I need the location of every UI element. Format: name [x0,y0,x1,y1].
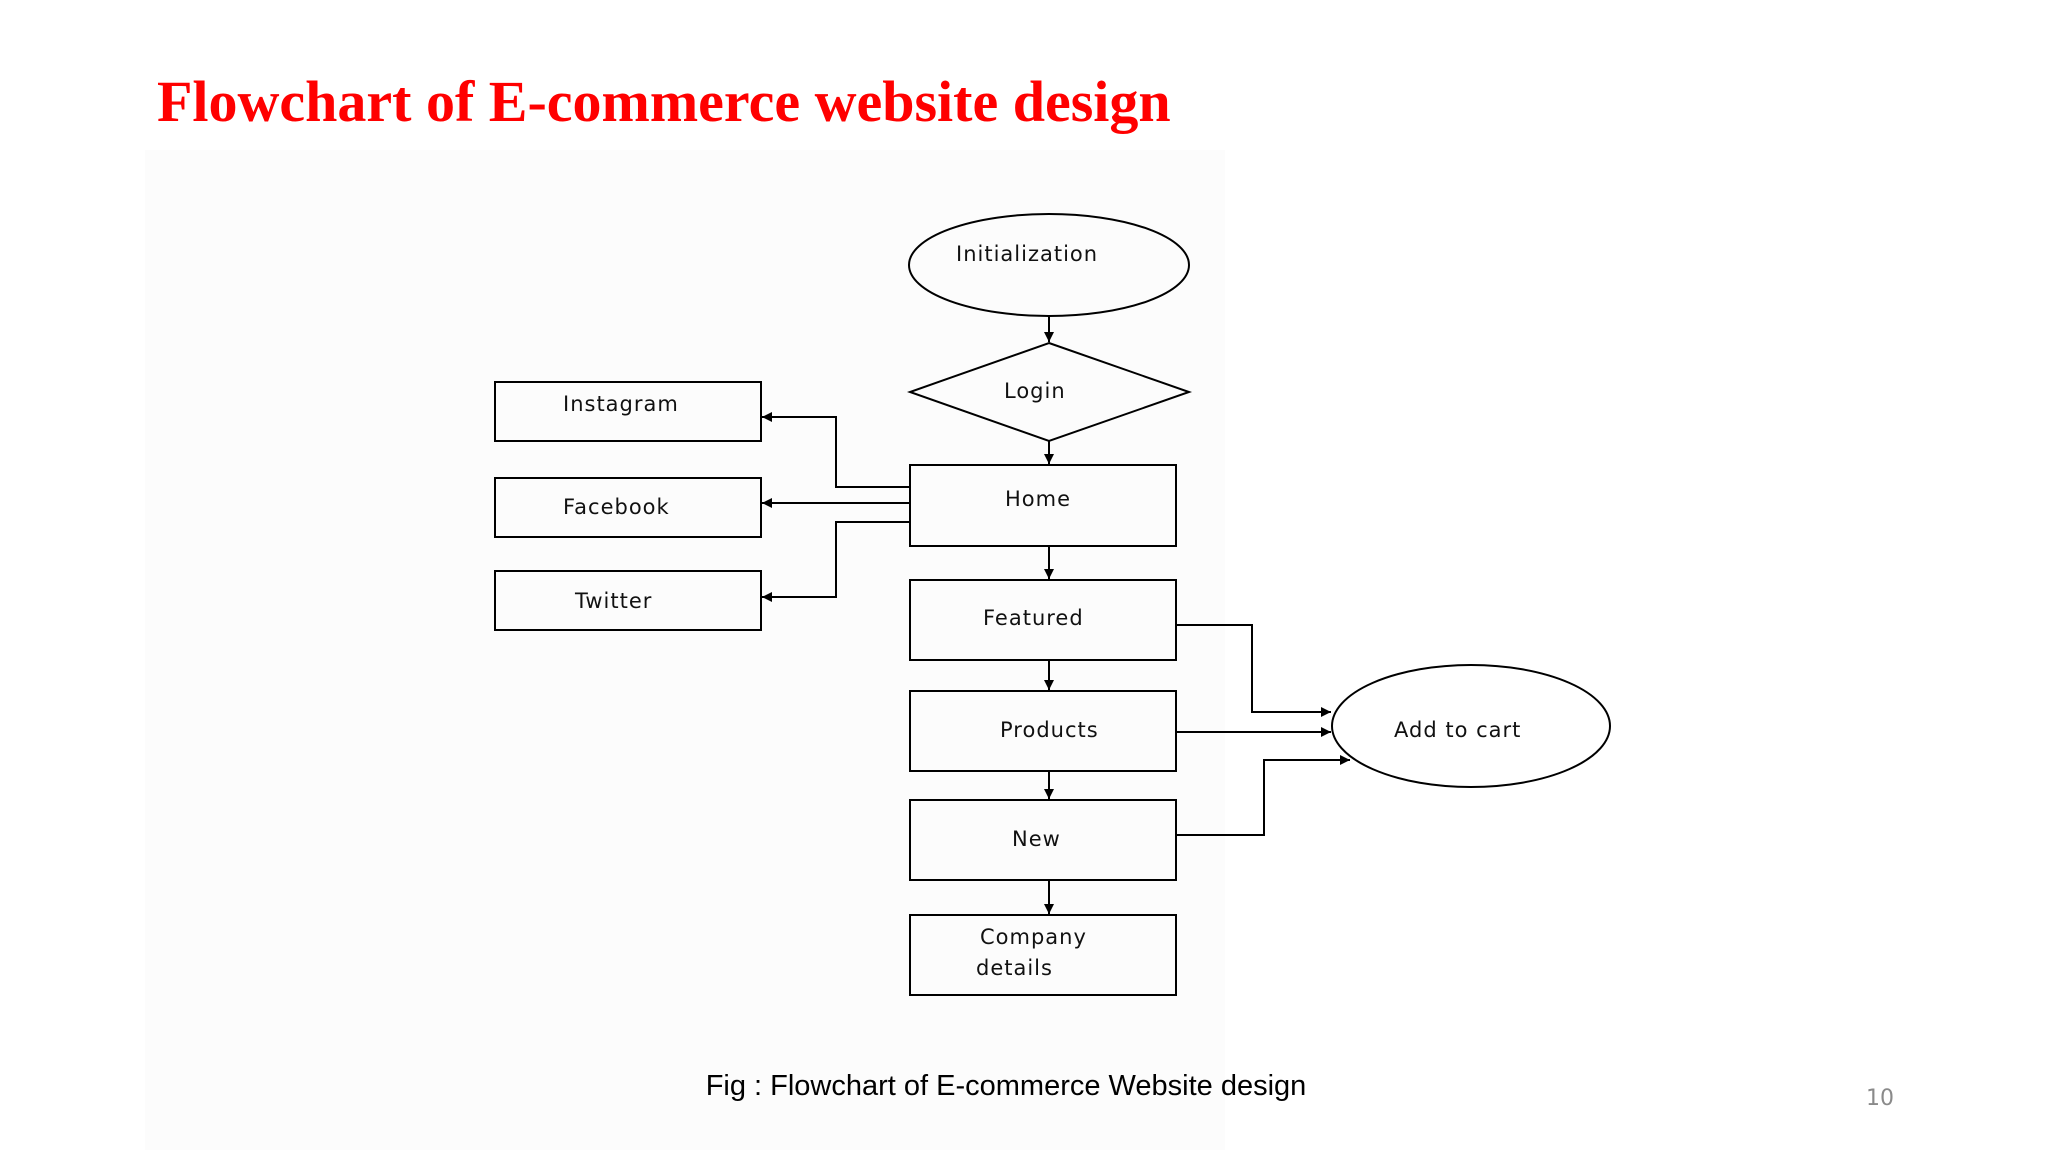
facebook-shape [494,477,762,538]
home-label: Home [1005,487,1072,511]
new-label: New [1012,827,1061,851]
company-details-label-line2: details [976,956,1053,980]
facebook-label: Facebook [563,495,670,519]
new-shape [909,799,1177,881]
edge-home-twitter [762,521,910,602]
twitter-label: Twitter [575,589,653,613]
home-shape [909,464,1177,547]
instagram-shape [494,381,762,442]
login-label: Login [1004,379,1066,403]
company-details-shape [909,914,1177,996]
edge-home-instagram [762,412,910,488]
edge-new-add-to-cart [1176,755,1350,836]
featured-label: Featured [983,606,1084,630]
twitter-shape [494,570,762,631]
add-to-cart-shape [1331,664,1611,788]
featured-shape [909,579,1177,661]
edge-featured-add-to-cart [1176,624,1331,717]
add-to-cart-label: Add to cart [1394,718,1522,742]
page-number: 10 [1866,1086,1894,1111]
products-label: Products [1000,718,1099,742]
instagram-label: Instagram [563,392,679,416]
company-details-label-line1: Company [980,925,1087,949]
slide-title: Flowchart of E-commerce website design [157,69,1171,134]
initialization-label: Initialization [956,242,1099,266]
figure-caption: Fig : Flowchart of E-commerce Website de… [705,1070,1307,1102]
